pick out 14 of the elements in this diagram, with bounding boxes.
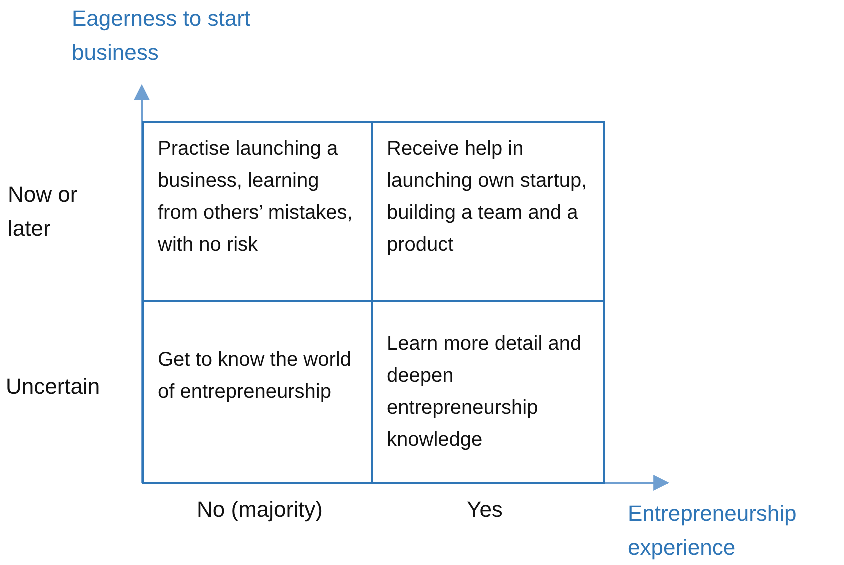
axis-label: Entrepreneurship experience	[628, 500, 798, 562]
row-label: Now or later	[8, 181, 79, 243]
quadrant-cell	[142, 121, 374, 302]
quadrant-text: Receive help in launching own startup, building a team and a product	[387, 137, 588, 258]
column-label: No (majority)	[196, 496, 324, 524]
row-label: Uncertain	[6, 373, 102, 401]
axis-label: Eagerness to start business	[72, 5, 252, 67]
column-label: Yes	[466, 496, 504, 524]
quadrant-text: Learn more detail and deepen entrepreneurship knowledge	[387, 332, 583, 453]
quadrant-text: Get to know the world of entrepreneurship	[158, 348, 352, 405]
quadrant-cell	[142, 300, 374, 484]
quadrant-cell	[371, 300, 605, 484]
quadrant-text: Practise launching a business, learning from others’ mistakes, with no risk	[158, 137, 354, 258]
quadrant-cell	[371, 121, 605, 302]
